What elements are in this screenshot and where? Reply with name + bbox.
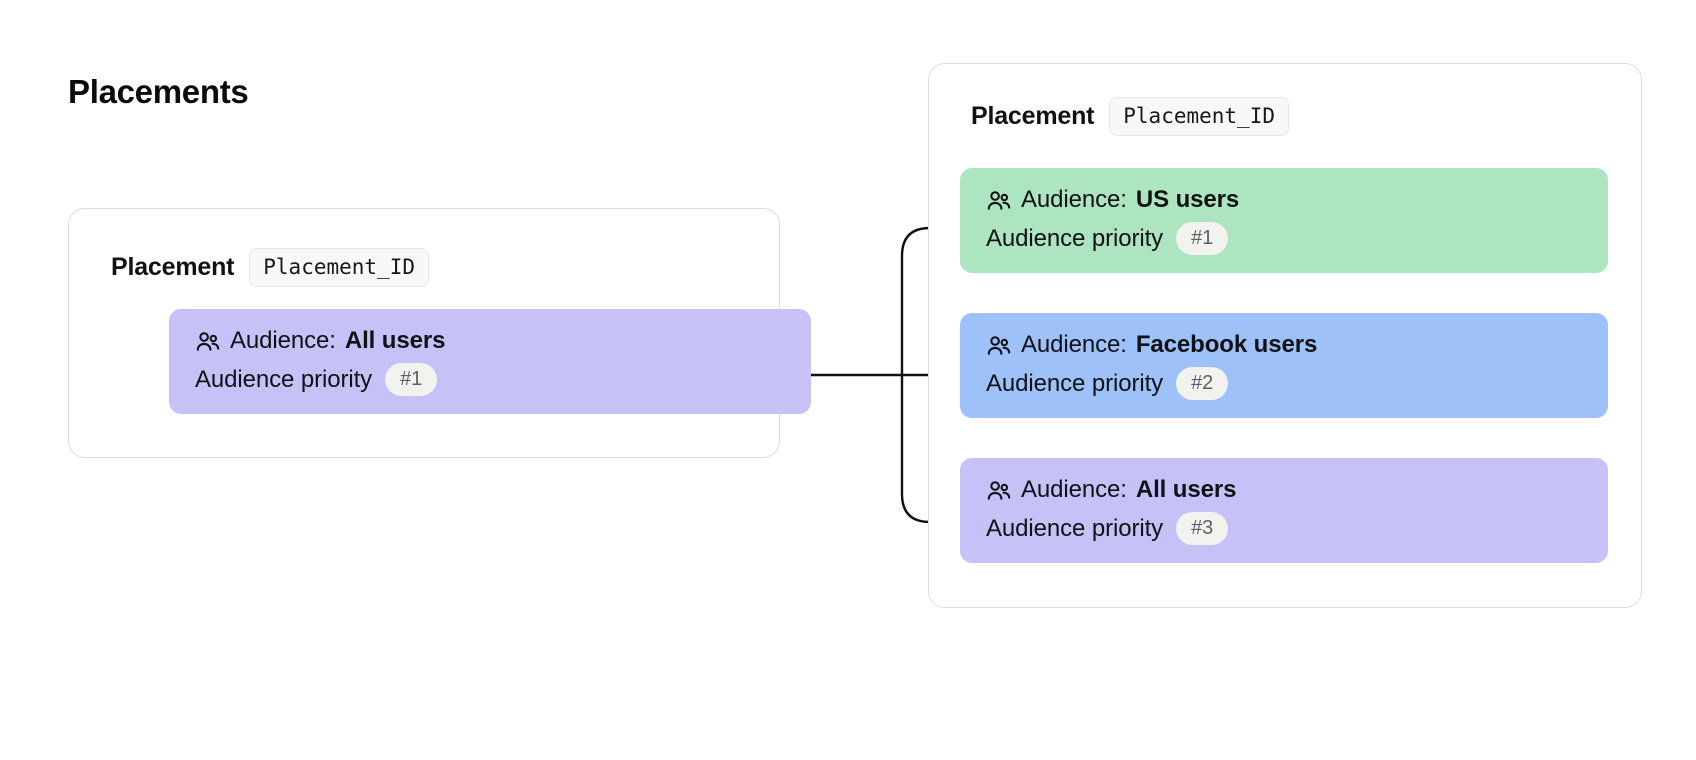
audience-row[interactable]: Audience: All users Audience priority #1 bbox=[169, 309, 811, 415]
audience-row[interactable]: Audience: Facebook users Audience priori… bbox=[960, 313, 1608, 419]
priority-badge: #3 bbox=[1176, 512, 1229, 546]
priority-line: Audience priority #1 bbox=[986, 222, 1582, 256]
audience-label: Audience: bbox=[1021, 186, 1127, 213]
users-icon bbox=[986, 333, 1012, 359]
audience-value: US users bbox=[1135, 186, 1240, 213]
priority-badge: #1 bbox=[385, 363, 438, 397]
audience-line: Audience: Facebook users bbox=[986, 330, 1582, 359]
users-icon bbox=[986, 478, 1012, 504]
placement-card-right[interactable]: Placement Placement_ID Audience: US user… bbox=[928, 63, 1642, 608]
audience-label: Audience: bbox=[230, 327, 336, 354]
audience-value: All users bbox=[1135, 476, 1237, 503]
audience-label: Audience: bbox=[1021, 331, 1127, 358]
audience-line: Audience: All users bbox=[195, 326, 785, 355]
page-title: Placements bbox=[68, 73, 249, 110]
priority-line: Audience priority #3 bbox=[986, 512, 1582, 546]
audience-line: Audience: All users bbox=[986, 475, 1582, 504]
placement-id-badge[interactable]: Placement_ID bbox=[1109, 97, 1289, 137]
audience-row[interactable]: Audience: US users Audience priority #1 bbox=[960, 168, 1608, 274]
priority-label: Audience priority bbox=[195, 366, 373, 394]
priority-line: Audience priority #1 bbox=[195, 363, 785, 397]
placement-heading: Placement bbox=[971, 102, 1095, 131]
audience-line: Audience: US users bbox=[986, 185, 1582, 214]
placement-header-left: Placement Placement_ID bbox=[111, 248, 429, 288]
placement-header-right: Placement Placement_ID bbox=[971, 97, 1289, 137]
priority-line: Audience priority #2 bbox=[986, 367, 1582, 401]
audience-label: Audience: bbox=[1021, 476, 1127, 503]
placement-heading: Placement bbox=[111, 253, 235, 282]
priority-badge: #1 bbox=[1176, 222, 1229, 256]
priority-label: Audience priority bbox=[986, 515, 1164, 543]
audience-value: All users bbox=[344, 327, 446, 354]
priority-label: Audience priority bbox=[986, 370, 1164, 398]
priority-badge: #2 bbox=[1176, 367, 1229, 401]
audience-row[interactable]: Audience: All users Audience priority #3 bbox=[960, 458, 1608, 564]
users-icon bbox=[986, 188, 1012, 214]
placement-id-badge[interactable]: Placement_ID bbox=[249, 248, 429, 288]
placement-card-left[interactable]: Placement Placement_ID Audience: All use… bbox=[68, 208, 811, 458]
priority-label: Audience priority bbox=[986, 225, 1164, 253]
audience-value: Facebook users bbox=[1135, 331, 1318, 358]
users-icon bbox=[195, 329, 221, 355]
